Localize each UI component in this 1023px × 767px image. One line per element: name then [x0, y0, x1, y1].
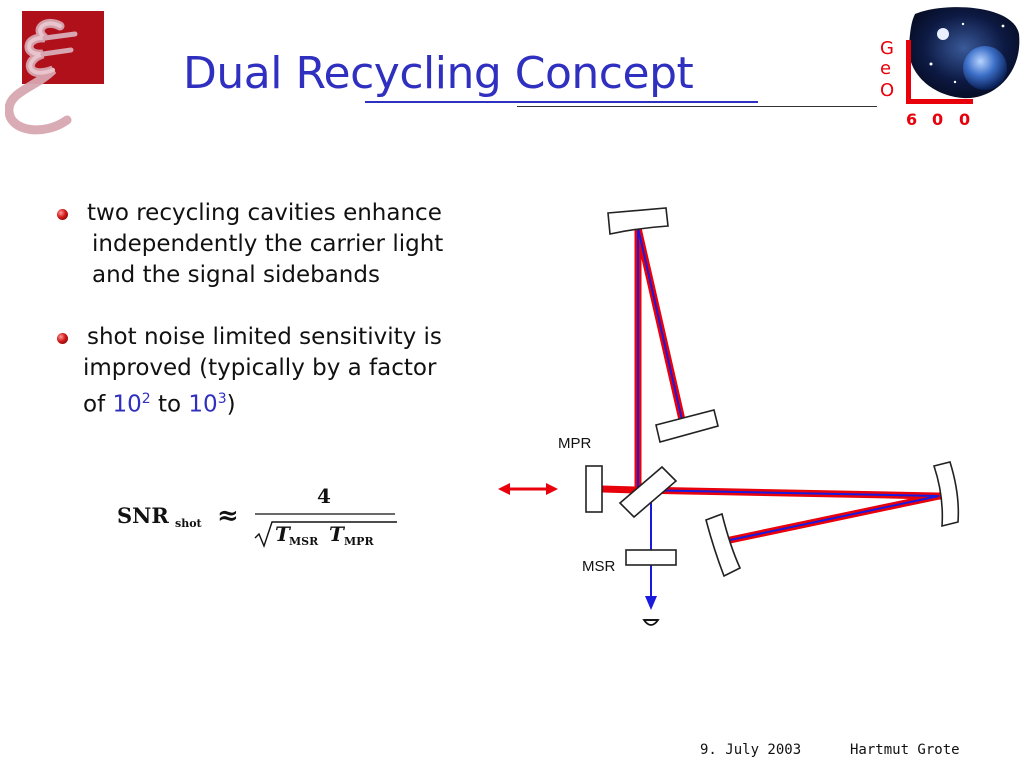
bullet-2-line-3: of 102 to 103) — [83, 384, 236, 421]
formula-t1-sub: MSR — [289, 535, 319, 548]
sqrt-sign — [254, 521, 397, 548]
formula-snr: SNR — [117, 503, 169, 528]
text-to: to — [150, 391, 189, 418]
laser-input-arrow-icon — [498, 483, 558, 495]
text-paren: ) — [226, 391, 236, 418]
title-rule — [517, 106, 877, 107]
east-end-mirror — [932, 461, 960, 528]
north-end-mirror — [655, 409, 719, 443]
geo-digit-0a: 0 — [932, 110, 944, 129]
formula-t1: T — [275, 522, 292, 546]
formula-snr-sub: shot — [175, 517, 203, 530]
mpr-label: MPR — [558, 435, 592, 452]
mpr-mirror — [585, 465, 603, 513]
formula-t2: T — [329, 522, 346, 546]
bullet-2-line-2: improved (typically by a factor — [83, 355, 437, 381]
bullet-icon — [57, 209, 68, 220]
value-ten-a: 10 — [112, 391, 142, 418]
output-arrow-icon — [645, 596, 657, 610]
geo-digit-0b: 0 — [959, 110, 971, 129]
east-fold-mirror — [705, 512, 742, 578]
bullet-icon — [57, 333, 68, 344]
geo-digit-6: 6 — [906, 110, 918, 129]
geo-letter-g: G — [880, 38, 894, 59]
formula-approx: ≈ — [217, 501, 239, 531]
geo600-wordmark: G e O 6 0 0 — [880, 38, 980, 133]
footer-author: Hartmut Grote — [850, 742, 960, 758]
formula-t2-sub: MPR — [344, 535, 374, 548]
exponent-3: 3 — [217, 391, 227, 407]
msr-mirror — [625, 549, 677, 566]
beam-splitter — [618, 465, 678, 519]
geo-letter-e: e — [880, 58, 892, 79]
dual-recycling-diagram: MPR MSR — [498, 207, 960, 626]
top-fold-mirror — [607, 207, 669, 235]
value-ten-b: 10 — [188, 391, 218, 418]
bullet-1-line-2: independently the carrier light — [92, 231, 444, 257]
bullet-1-line-1: two recycling cavities enhance — [87, 200, 442, 226]
institute-logo — [5, 11, 104, 135]
geo600-logo — [906, 7, 1020, 104]
exponent-2: 2 — [141, 391, 151, 407]
slide-title: Dual Recycling Concept — [183, 48, 694, 99]
msr-label: MSR — [582, 558, 616, 575]
geo-letter-o: O — [880, 80, 895, 101]
formula-numerator: 4 — [317, 484, 331, 508]
snr-formula: SNR shot ≈ 4 T MSR T MPR — [117, 484, 397, 548]
bullet-1-line-3: and the signal sidebands — [92, 262, 380, 288]
title-underline — [365, 101, 758, 103]
footer-date: 9. July 2003 — [700, 742, 802, 758]
bullet-2-line-1: shot noise limited sensitivity is — [87, 324, 442, 350]
beam-paths — [598, 223, 944, 626]
text-of: of — [83, 391, 113, 418]
